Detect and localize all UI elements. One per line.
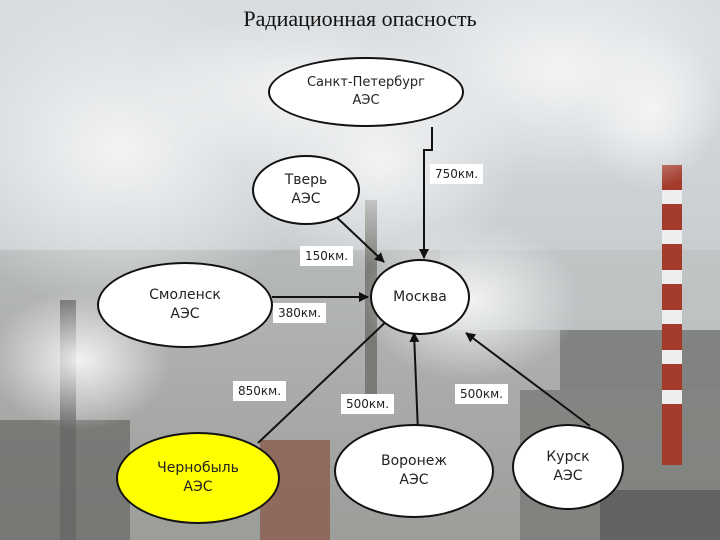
node-smolensk-sublabel: АЭС xyxy=(170,306,200,322)
node-voronezh-label: Воронеж xyxy=(380,453,447,470)
node-moscow: Москва xyxy=(370,259,470,335)
distance-smolensk-moscow: 380км. xyxy=(273,303,327,323)
page-title: Радиационная опасность xyxy=(243,6,477,31)
node-chernobyl-sublabel: АЭС xyxy=(183,479,213,495)
node-tver-sublabel: АЭС xyxy=(291,191,321,207)
node-chernobyl-label: Чернобыль xyxy=(157,460,239,477)
distance-tver-moscow: 150км. xyxy=(300,246,354,266)
arrow-chernobyl-moscow xyxy=(257,315,393,444)
arrow-voronezh-moscow xyxy=(409,332,420,433)
distance-spb-moscow: 750км. xyxy=(430,164,484,184)
node-smolensk-label: Смоленск xyxy=(149,287,221,304)
node-voronezh-sublabel: АЭС xyxy=(399,472,429,488)
node-moscow-label: Москва xyxy=(393,288,447,305)
node-tver-label: Тверь xyxy=(284,172,328,189)
node-voronezh-npp: Воронеж АЭС xyxy=(334,424,494,518)
node-chernobyl-npp: Чернобыль АЭС xyxy=(116,432,280,524)
node-kursk-label: Курск xyxy=(546,449,590,466)
node-spb-sublabel: АЭС xyxy=(352,93,380,108)
node-smolensk-npp: Смоленск АЭС xyxy=(97,262,273,348)
node-tver-npp: Тверь АЭС xyxy=(252,155,360,225)
distance-chernobyl-moscow: 850км. xyxy=(233,381,287,401)
node-spb-npp: Санкт-Петербург АЭС xyxy=(268,57,464,127)
arrow-spb-moscow xyxy=(419,127,433,259)
node-kursk-npp: Курск АЭС xyxy=(512,424,624,510)
distance-voronezh-moscow: 500км. xyxy=(341,394,395,414)
distance-kursk-moscow: 500км. xyxy=(455,384,509,404)
node-spb-label: Санкт-Петербург xyxy=(306,75,426,91)
node-kursk-sublabel: АЭС xyxy=(553,468,583,484)
arrow-kursk-moscow xyxy=(465,332,591,427)
arrow-tver-moscow xyxy=(329,210,385,263)
